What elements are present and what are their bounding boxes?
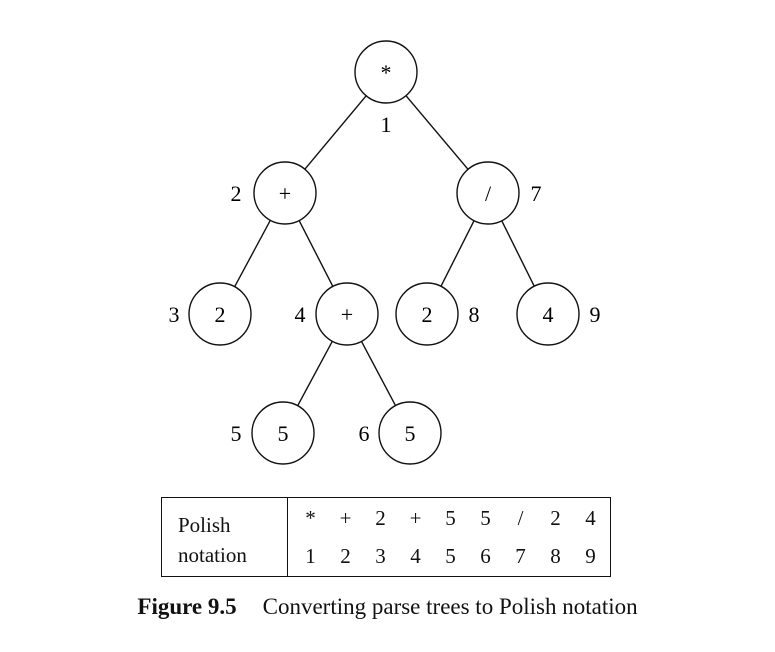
node-order-number: 8 [469, 302, 480, 327]
tree-node: /7 [456, 161, 542, 225]
table-order-cell: 6 [480, 544, 491, 568]
node-order-number: 4 [295, 302, 306, 327]
table-header: Polish notation [162, 498, 288, 576]
figure-caption: Figure 9.5 Converting parse trees to Poli… [0, 594, 775, 620]
table-order-cell: 2 [340, 544, 351, 568]
tree-edge [501, 220, 535, 287]
node-symbol: 2 [422, 302, 433, 327]
tree-edge [298, 220, 334, 287]
node-circle [395, 282, 459, 346]
table-symbol-cell: 5 [480, 506, 491, 530]
table-symbol-cell: 4 [585, 506, 596, 530]
table-symbol-cell: * [305, 506, 316, 530]
table-symbol-cell: + [339, 506, 352, 530]
node-symbol: / [485, 181, 492, 206]
node-circle [456, 161, 520, 225]
tree-node: 23 [169, 282, 252, 346]
figure-caption-text: Converting parse trees to Polish notatio… [262, 594, 638, 619]
tree-node: 55 [231, 401, 315, 465]
node-circle [188, 282, 252, 346]
node-circle [315, 282, 379, 346]
table-order-cell: 1 [305, 544, 316, 568]
table-order-cell: 4 [410, 544, 421, 568]
table-symbol-cell: 2 [550, 506, 561, 530]
node-symbol: 4 [543, 302, 554, 327]
node-circle [251, 401, 315, 465]
node-symbol: + [279, 181, 291, 206]
table-order-cell: 9 [585, 544, 596, 568]
table-order-cell: 5 [445, 544, 456, 568]
node-order-number: 1 [381, 112, 392, 137]
node-order-number: 9 [590, 302, 601, 327]
table-symbol-cell: 5 [445, 506, 456, 530]
node-order-number: 5 [231, 421, 242, 446]
tree-node: 56 [359, 401, 442, 465]
tree-node: *1 [354, 40, 418, 137]
table-header-line1: Polish [178, 513, 231, 537]
tree-edge [234, 219, 271, 288]
table-symbol-cell: / [517, 506, 524, 530]
node-circle [253, 161, 317, 225]
node-order-number: 6 [359, 421, 370, 446]
node-order-number: 2 [231, 181, 242, 206]
node-order-number: 7 [531, 181, 542, 206]
table-order-cell: 8 [550, 544, 561, 568]
tree-edge [297, 340, 333, 407]
node-symbol: 2 [215, 302, 226, 327]
figure-number: Figure 9.5 [137, 594, 237, 619]
table-header-line2: notation [178, 543, 247, 567]
node-symbol: 5 [405, 421, 416, 446]
node-order-number: 3 [169, 302, 180, 327]
table-order-cell: 7 [515, 544, 526, 568]
tree-node: +2 [231, 161, 317, 225]
node-circle [516, 282, 580, 346]
node-circle [354, 40, 418, 104]
node-symbol: * [381, 60, 392, 85]
node-symbol: 5 [278, 421, 289, 446]
tree-edge [304, 95, 367, 170]
tree-edge [405, 95, 469, 170]
node-circle [378, 401, 442, 465]
node-symbol: + [341, 302, 353, 327]
tree-edge [440, 220, 475, 287]
table-order-cell: 3 [375, 544, 386, 568]
tree-node: +4 [295, 282, 379, 346]
tree-edge [360, 341, 397, 406]
table-symbol-cell: 2 [375, 506, 386, 530]
table-symbol-cell: + [409, 506, 422, 530]
